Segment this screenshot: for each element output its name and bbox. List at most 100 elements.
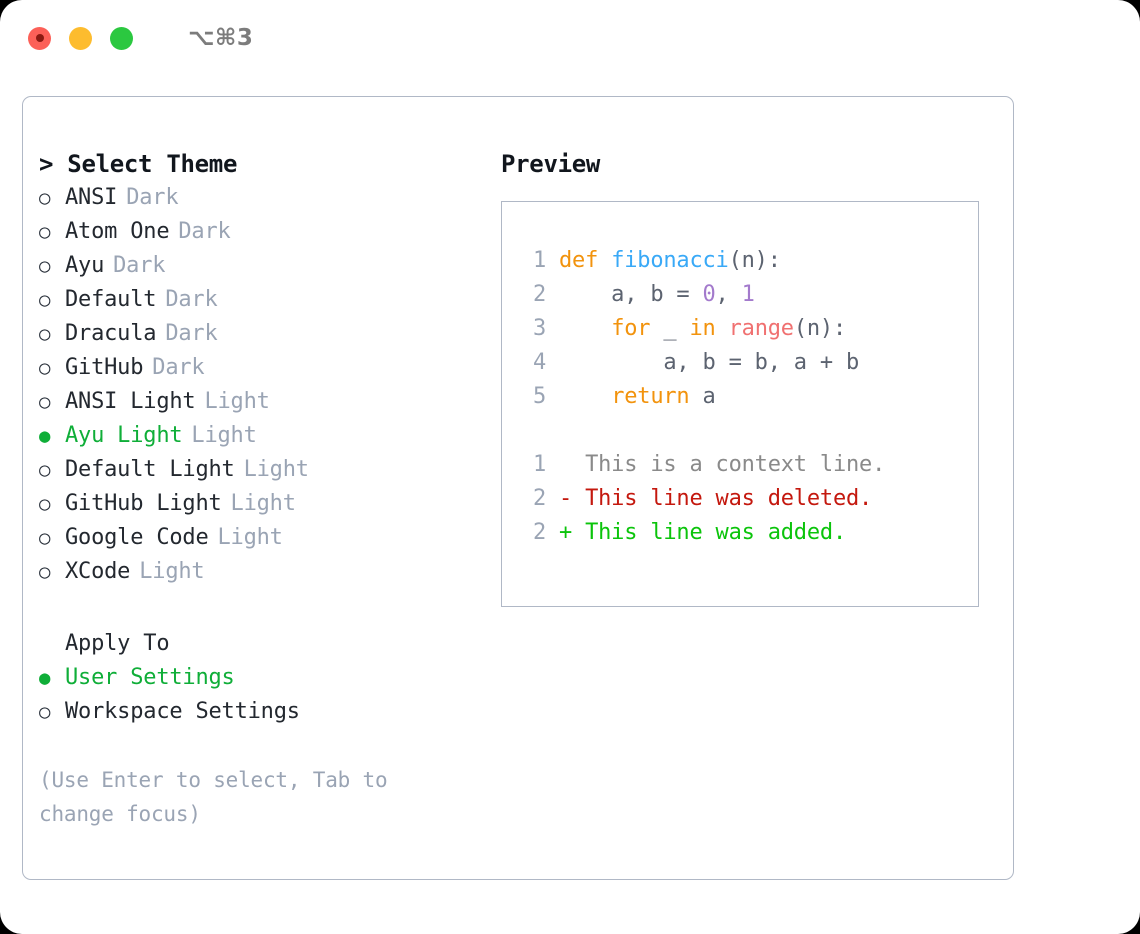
code-token xyxy=(559,316,611,341)
traffic-lights xyxy=(28,26,133,50)
theme-category-tag: Light xyxy=(217,525,283,550)
code-token: , xyxy=(715,282,742,307)
diff-line-number: 1 xyxy=(532,452,546,477)
minimize-button[interactable] xyxy=(69,26,92,50)
radio-unselected-icon: ○ xyxy=(39,323,51,345)
diff-sample: 1 This is a context line. 2 - This line wa… xyxy=(516,448,978,550)
code-token: (n): xyxy=(728,248,781,273)
diff-line-number: 2 xyxy=(532,486,546,511)
radio-unselected-icon: ○ xyxy=(39,357,51,379)
code-token: in xyxy=(689,316,716,341)
diff-line: 1 This is a context line. xyxy=(516,448,978,482)
code-token: a, b = xyxy=(559,282,703,307)
theme-category-tag: Light xyxy=(204,389,270,414)
apply-to-option-workspace-settings[interactable]: ○Workspace Settings xyxy=(39,695,493,729)
theme-option-label: Google Code xyxy=(65,525,209,550)
code-line: 1 def fibonacci(n): xyxy=(516,244,978,278)
window-titlebar: ⌥⌘3 xyxy=(0,0,1140,76)
code-token: return xyxy=(611,384,690,409)
radio-selected-icon: ● xyxy=(39,425,51,447)
code-token: a xyxy=(689,384,716,409)
code-line-number: 3 xyxy=(532,316,546,341)
theme-option-label: Atom One xyxy=(65,219,170,244)
radio-unselected-icon: ○ xyxy=(39,561,51,583)
theme-option-dracula[interactable]: ○ Dracula Dark xyxy=(39,317,493,351)
theme-option-label: Ayu Light xyxy=(65,423,183,448)
code-token: 1 xyxy=(741,282,755,307)
code-token: range xyxy=(728,316,794,341)
code-token xyxy=(559,384,611,409)
code-line-number: 2 xyxy=(532,282,546,307)
preview-heading: Preview xyxy=(501,150,601,178)
keyboard-shortcut-label: ⌥⌘3 xyxy=(188,25,254,51)
code-line-content: a, b = 0, 1 xyxy=(559,278,755,312)
code-line: 2 a, b = 0, 1 xyxy=(516,278,978,312)
theme-option-label: GitHub Light xyxy=(65,491,222,516)
code-line-content: return a xyxy=(559,380,716,414)
code-line-content: for _ in range(n): xyxy=(559,312,846,346)
theme-option-label: Default Light xyxy=(65,457,235,482)
diff-line: 2 + This line was added. xyxy=(516,516,978,550)
theme-category-tag: Light xyxy=(139,559,205,584)
theme-option-google-code[interactable]: ○ Google Code Light xyxy=(39,521,493,555)
code-line-content: def fibonacci(n): xyxy=(559,244,781,278)
keyboard-hint-text: (Use Enter to select, Tab to change focu… xyxy=(39,768,388,826)
theme-category-tag: Dark xyxy=(178,219,231,244)
theme-category-tag: Dark xyxy=(165,287,218,312)
code-line-number: 1 xyxy=(532,248,546,273)
radio-unselected-icon: ○ xyxy=(39,391,51,413)
theme-option-label: Default xyxy=(65,287,157,312)
code-token: def xyxy=(559,248,612,273)
code-line: 5 return a xyxy=(516,380,978,414)
radio-unselected-icon: ○ xyxy=(39,527,51,549)
code-line: 3 for _ in range(n): xyxy=(516,312,978,346)
radio-selected-icon: ● xyxy=(39,667,51,689)
diff-line: 2 - This line was deleted. xyxy=(516,482,978,516)
theme-option-label: XCode xyxy=(65,559,131,584)
theme-option-ansi-light[interactable]: ○ ANSI Light Light xyxy=(39,385,493,419)
diff-line-number: 2 xyxy=(532,520,546,545)
close-button[interactable] xyxy=(28,26,51,50)
radio-unselected-icon: ○ xyxy=(39,459,51,481)
code-token: 0 xyxy=(702,282,716,307)
diff-line-content: - This line was deleted. xyxy=(559,486,873,511)
code-line-number: 5 xyxy=(532,384,546,409)
theme-category-tag: Light xyxy=(191,423,257,448)
theme-option-label: ANSI Light xyxy=(65,389,196,414)
theme-option-ayu-light[interactable]: ● Ayu Light Light xyxy=(39,419,493,453)
code-line-number: 4 xyxy=(532,350,546,375)
apply-to-option-user-settings[interactable]: ●User Settings xyxy=(39,661,493,695)
radio-unselected-icon: ○ xyxy=(39,701,51,723)
theme-option-label: ANSI xyxy=(65,185,118,210)
theme-option-label: GitHub xyxy=(65,355,144,380)
theme-option-label: Ayu xyxy=(65,253,105,278)
radio-unselected-icon: ○ xyxy=(39,187,51,209)
theme-category-tag: Light xyxy=(230,491,296,516)
theme-category-tag: Dark xyxy=(165,321,218,346)
code-line: 4 a, b = b, a + b xyxy=(516,346,978,380)
code-token: fibonacci xyxy=(611,248,729,273)
apply-to-list[interactable]: ●User Settings○Workspace Settings xyxy=(39,661,493,729)
theme-category-tag: Dark xyxy=(113,253,166,278)
maximize-button[interactable] xyxy=(110,26,133,50)
theme-option-xcode[interactable]: ○ XCode Light xyxy=(39,555,493,589)
apply-to-heading: Apply To xyxy=(65,631,170,656)
code-token: a, b = b, a + b xyxy=(559,350,860,375)
select-theme-heading: > Select Theme xyxy=(39,150,238,178)
theme-option-label: Dracula xyxy=(65,321,157,346)
diff-line-content: + This line was added. xyxy=(559,520,846,545)
